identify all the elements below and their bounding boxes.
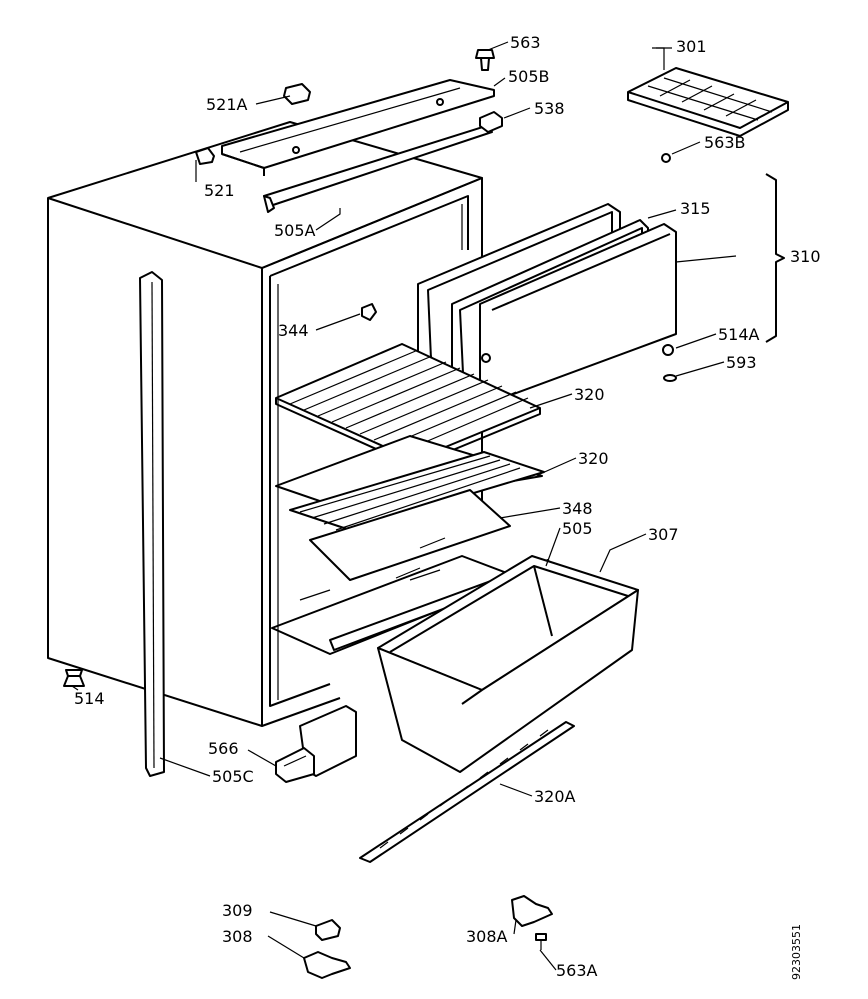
label-505: 505 <box>562 519 593 538</box>
label-315: 315 <box>680 199 711 218</box>
ice-tray-301 <box>627 47 789 137</box>
top-cover-505b <box>221 79 495 176</box>
crisper-drawer-307 <box>377 555 639 773</box>
label-521a: 521A <box>206 95 248 114</box>
label-505a: 505A <box>274 221 316 240</box>
wire-shelf-320-lower <box>275 435 545 531</box>
label-348: 348 <box>562 499 593 518</box>
label-514a: 514A <box>718 325 760 344</box>
label-320a: 320A <box>534 787 576 806</box>
label-563b: 563B <box>704 133 746 152</box>
bushing-538 <box>479 111 503 133</box>
label-521: 521 <box>204 181 235 200</box>
cap-309 <box>315 919 341 941</box>
drawing-number: 92303551 <box>790 924 803 980</box>
label-344: 344 <box>278 321 309 340</box>
label-563a: 563A <box>556 961 598 980</box>
washer-593 <box>663 374 677 382</box>
label-301: 301 <box>676 37 707 56</box>
leader-lines <box>71 41 737 971</box>
label-566: 566 <box>208 739 239 758</box>
label-538: 538 <box>534 99 565 118</box>
label-514: 514 <box>74 689 105 708</box>
label-310: 310 <box>790 247 821 266</box>
cap-521a <box>283 83 311 105</box>
label-320-lower: 320 <box>578 449 609 468</box>
rail-320a <box>359 721 575 863</box>
nut-514a <box>662 344 674 356</box>
label-563: 563 <box>510 33 541 52</box>
glass-shelf-348 <box>309 489 511 581</box>
label-505c: 505C <box>212 767 254 786</box>
pin-563 <box>475 49 495 71</box>
clip-521 <box>195 147 215 165</box>
part-labels: 563 505B 521A 538 521 505A 301 563B 315 … <box>74 33 821 980</box>
screw-563a <box>535 933 547 950</box>
bracket-308a <box>511 895 553 927</box>
label-307: 307 <box>648 525 679 544</box>
screw-563b <box>661 153 671 163</box>
label-505b: 505B <box>508 67 550 86</box>
label-308a: 308A <box>466 927 508 946</box>
label-320-upper: 320 <box>574 385 605 404</box>
label-309: 309 <box>222 901 253 920</box>
rail-505a <box>263 125 493 213</box>
bracket-308 <box>303 951 351 979</box>
label-593: 593 <box>726 353 757 372</box>
hinge-566 <box>275 705 357 783</box>
foot-514 <box>63 669 85 687</box>
group-bracket-310 <box>765 173 785 343</box>
thermostat-clip-344 <box>361 303 377 321</box>
door-seal-strip-505c <box>139 271 165 777</box>
label-308: 308 <box>222 927 253 946</box>
